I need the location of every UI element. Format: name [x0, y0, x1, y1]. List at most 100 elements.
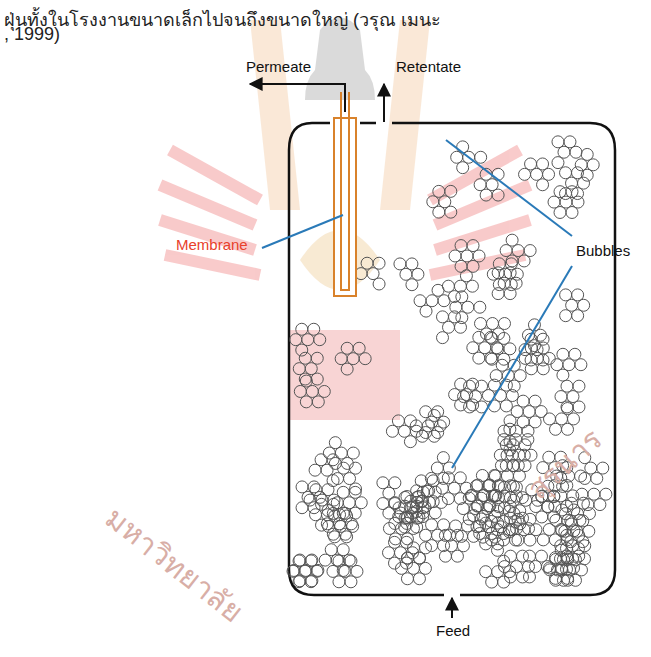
bubble [428, 409, 440, 421]
bubble [475, 513, 487, 525]
bubble [581, 148, 593, 160]
bubble [504, 501, 516, 513]
bubble [426, 519, 438, 531]
bubble [383, 522, 395, 534]
bubble [445, 185, 457, 197]
bubble [555, 544, 567, 556]
bubble [516, 550, 528, 562]
bubble [535, 550, 547, 562]
bubble [525, 158, 537, 170]
bubble [410, 420, 422, 432]
bubble [518, 255, 530, 267]
bubble [339, 507, 351, 519]
bubble [579, 472, 591, 484]
bubble [341, 457, 353, 469]
part-label: Retentate [396, 58, 461, 76]
bubble [306, 554, 318, 566]
bubble [445, 206, 457, 218]
bubble [562, 574, 574, 586]
leader-lines [262, 140, 572, 468]
bubble [296, 481, 308, 493]
bubble [425, 472, 437, 484]
bubble [504, 480, 516, 492]
bubble [457, 141, 469, 153]
bubble [389, 477, 401, 489]
bubble [573, 401, 585, 413]
bubble [311, 373, 323, 385]
bubble [485, 352, 497, 364]
bubble [591, 472, 603, 484]
bubble [406, 258, 418, 270]
bubble [373, 257, 385, 269]
bubble [562, 403, 574, 415]
bubble [566, 206, 578, 218]
bubble [492, 538, 504, 550]
bubble [537, 179, 549, 191]
bubble [476, 380, 488, 392]
bubble [552, 136, 564, 148]
watermark: มหาวิทยาลัย [98, 500, 250, 630]
bubble [312, 396, 324, 408]
bubble [438, 519, 450, 531]
bubble [414, 552, 426, 564]
bubble [439, 550, 451, 562]
bubble [464, 380, 476, 392]
bubble [373, 278, 385, 290]
bubble [493, 258, 505, 270]
bubble [594, 499, 606, 511]
bubble [392, 415, 404, 427]
bubble [401, 552, 413, 564]
bubble [305, 576, 317, 588]
bubble [489, 531, 501, 543]
bubble [325, 544, 337, 556]
body-text: , 1999) [4, 24, 60, 46]
bubble [438, 540, 450, 552]
bubble [560, 289, 572, 301]
bubble [572, 310, 584, 322]
bubble [456, 291, 468, 303]
bubble [498, 555, 510, 567]
bubble [474, 318, 486, 330]
bubble [485, 331, 497, 343]
bubble [294, 554, 306, 566]
bubble [473, 331, 485, 343]
bubble [543, 523, 555, 535]
bubble [537, 354, 549, 366]
bubble [337, 544, 349, 556]
bubble [504, 423, 516, 435]
bubble [460, 270, 472, 282]
bubble [474, 301, 486, 313]
bubble [345, 576, 357, 588]
body-text: ฝุ่นทั้งในโรงงานขนาดเล็กไปจนถึงขนาดใหญ่ … [4, 10, 441, 32]
bubble [432, 406, 444, 418]
bubble [402, 552, 414, 564]
bubble [529, 416, 541, 428]
bubble [442, 280, 454, 292]
bubble [353, 342, 365, 354]
bubble [311, 352, 323, 364]
bubble [308, 502, 320, 514]
bubble [299, 352, 311, 364]
bubble [564, 136, 576, 148]
bubble [562, 553, 574, 565]
bubble [437, 472, 449, 484]
bubble [550, 553, 562, 565]
bubble [505, 258, 517, 270]
bubble [544, 413, 556, 425]
bubble [552, 157, 564, 169]
bubble [404, 436, 416, 448]
bubble [529, 395, 541, 407]
bubble [406, 279, 418, 291]
bubble [308, 323, 320, 335]
bubble [492, 480, 504, 492]
bubble [308, 481, 320, 493]
bubble [560, 167, 572, 179]
bubble [361, 257, 373, 269]
bubble [523, 550, 535, 562]
bubble [345, 555, 357, 567]
bubble [413, 573, 425, 585]
bubble [573, 550, 585, 562]
bubble [537, 158, 549, 170]
bubble [454, 472, 466, 484]
